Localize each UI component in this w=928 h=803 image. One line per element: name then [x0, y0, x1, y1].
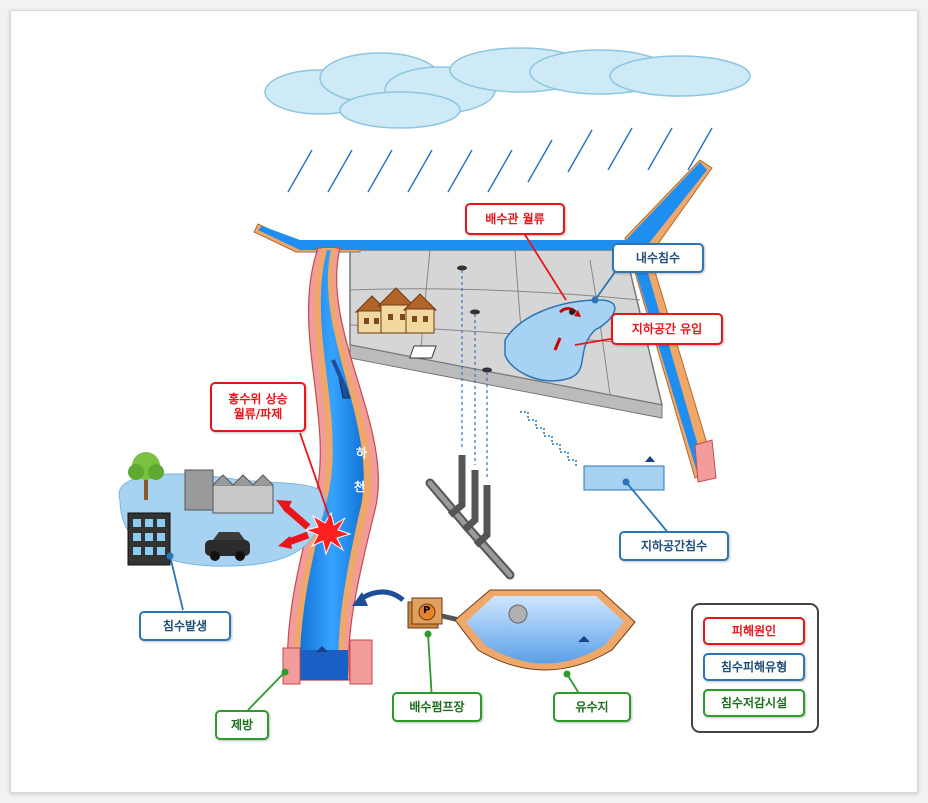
main-river-channel [282, 247, 380, 685]
label-levee-overflow-break: 홍수위 상승 월류/파제 [210, 382, 306, 432]
flood-area [118, 452, 326, 567]
rain-icon [287, 127, 713, 193]
label-underground-flood: 지하공간침수 [619, 531, 729, 561]
label-connectors [166, 229, 671, 711]
tree-icon [128, 452, 164, 500]
label-pump-station: 배수펌프장 [392, 692, 482, 722]
pump-station-icon [407, 597, 469, 629]
legend-damage-type: 침수피해유형 [703, 653, 805, 681]
underground-space-icon [520, 411, 665, 491]
retention-pond-icon [454, 589, 636, 671]
top-river-channel [253, 223, 640, 253]
houses-icon [354, 287, 438, 334]
label-flood-occurrence: 침수발생 [139, 611, 231, 641]
legend-cause: 피해원인 [703, 617, 805, 645]
pump-return-arrow [352, 589, 405, 606]
office-building-icon [127, 512, 171, 566]
legend: 피해원인 침수피해유형 침수저감시설 [691, 603, 819, 733]
car-icon [205, 532, 250, 561]
pump-symbol: P [423, 605, 431, 616]
river-label-char2: 천 [354, 480, 366, 494]
factory-icon [184, 469, 274, 514]
label-levee-overflow-line2: 월류/파제 [233, 407, 283, 421]
levee-break-burst-icon [276, 500, 352, 556]
label-underground-inflow: 지하공간 유입 [611, 313, 723, 345]
label-pipe-overflow: 배수관 월류 [465, 203, 565, 235]
cloud-icon [264, 47, 751, 129]
inland-flood-pool [409, 299, 616, 382]
label-levee-overflow-line1: 홍수위 상승 [228, 392, 288, 406]
drain-pipes [425, 265, 515, 580]
river-label-char1: 하 [356, 446, 368, 460]
legend-facility: 침수저감시설 [703, 689, 805, 717]
label-levee: 제방 [215, 710, 269, 740]
label-inland-flood: 내수침수 [612, 243, 704, 273]
label-retention-pond: 유수지 [553, 692, 631, 722]
